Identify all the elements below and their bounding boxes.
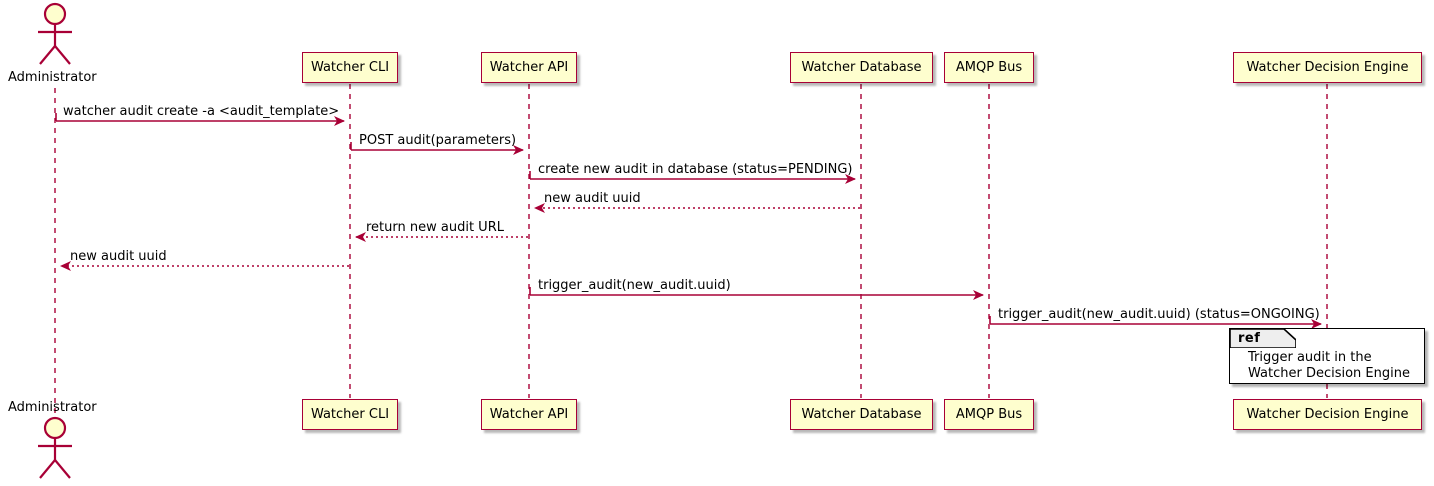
ref-tab-shape <box>1230 329 1296 348</box>
participant-label-watcher-database-top: Watcher Database <box>801 60 922 75</box>
message-label-trigger-audit-ongoing: trigger_audit(new_audit.uuid) (status=ON… <box>998 307 1320 322</box>
participant-box-watcher-api-top[interactable]: Watcher API <box>481 52 577 83</box>
ref-keyword-label: ref <box>1238 331 1261 346</box>
ref-body-line-1: Trigger audit in the <box>1248 350 1372 365</box>
participant-label-watcher-decision-engine-top: Watcher Decision Engine <box>1246 60 1409 75</box>
participant-label-watcher-cli-bottom: Watcher CLI <box>310 407 390 422</box>
message-label-return-new-audit-url: return new audit URL <box>366 220 504 235</box>
participant-box-watcher-decision-engine-top[interactable]: Watcher Decision Engine <box>1233 52 1422 83</box>
ref-fragment: ref Trigger audit in the Watcher Decisio… <box>1229 328 1425 384</box>
participant-label-watcher-api-bottom: Watcher API <box>489 407 569 422</box>
participant-box-watcher-database-top[interactable]: Watcher Database <box>790 52 933 83</box>
participant-box-watcher-decision-engine-bottom[interactable]: Watcher Decision Engine <box>1233 399 1422 430</box>
participant-box-watcher-cli-top[interactable]: Watcher CLI <box>302 52 398 83</box>
message-label-create-new-audit: create new audit in database (status=PEN… <box>538 162 853 177</box>
participant-label-watcher-database-bottom: Watcher Database <box>801 407 922 422</box>
participant-label-watcher-cli-top: Watcher CLI <box>310 60 390 75</box>
participant-label-amqp-bus-top: AMQP Bus <box>955 60 1023 75</box>
message-arrows <box>56 116 1322 329</box>
lifelines <box>54 84 1328 418</box>
actor-label-administrator-bottom: Administrator <box>8 400 97 415</box>
arrow-tail-stubs <box>55 113 991 324</box>
ref-body-line-2: Watcher Decision Engine <box>1248 366 1410 381</box>
actor-figure-top <box>38 2 72 65</box>
message-label-trigger-audit: trigger_audit(new_audit.uuid) <box>538 278 731 293</box>
message-label-new-audit-uuid-db: new audit uuid <box>544 191 641 206</box>
actor-label-administrator-top: Administrator <box>8 70 97 85</box>
participant-box-watcher-cli-bottom[interactable]: Watcher CLI <box>302 399 398 430</box>
participant-box-amqp-bus-top[interactable]: AMQP Bus <box>944 52 1034 83</box>
participant-label-amqp-bus-bottom: AMQP Bus <box>955 407 1023 422</box>
message-label-post-audit: POST audit(parameters) <box>359 133 517 148</box>
participant-label-watcher-decision-engine-bottom: Watcher Decision Engine <box>1246 407 1409 422</box>
actor-figure-bottom <box>38 416 72 479</box>
participant-box-watcher-api-bottom[interactable]: Watcher API <box>481 399 577 430</box>
participant-box-amqp-bus-bottom[interactable]: AMQP Bus <box>944 399 1034 430</box>
participant-label-watcher-api-top: Watcher API <box>489 60 569 75</box>
participant-box-watcher-database-bottom[interactable]: Watcher Database <box>790 399 933 430</box>
message-label-new-audit-uuid-cli: new audit uuid <box>70 249 167 264</box>
message-label-watcher-audit-create: watcher audit create -a <audit_template> <box>63 104 340 119</box>
